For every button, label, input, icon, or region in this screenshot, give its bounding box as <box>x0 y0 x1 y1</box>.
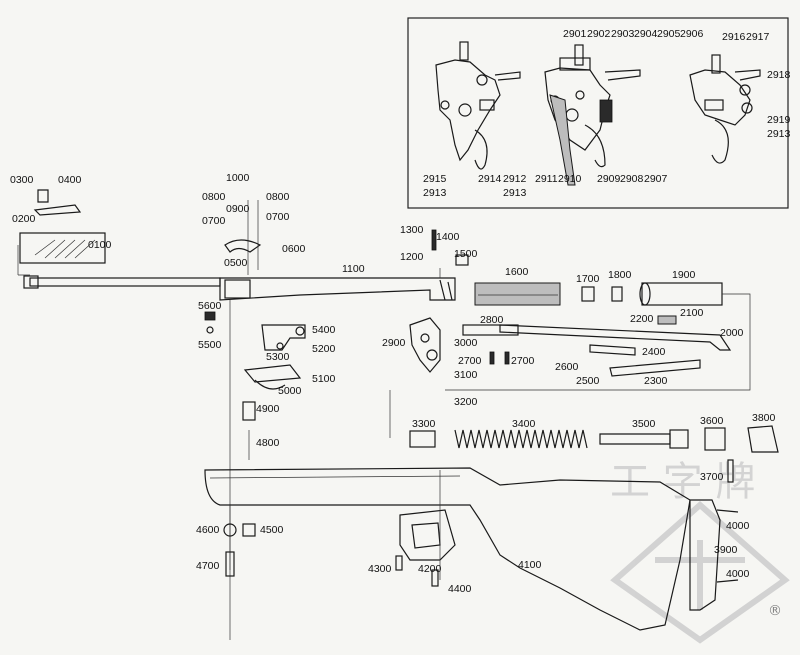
label-4900: 4900 <box>256 403 280 415</box>
label-4600: 4600 <box>196 524 220 536</box>
barrel-assembly <box>17 189 221 289</box>
label-0300: 0300 <box>10 174 34 186</box>
label-1800: 1800 <box>608 269 632 281</box>
screw-leaders <box>247 200 259 275</box>
label-2907: 2907 <box>644 173 668 185</box>
label-5200: 5200 <box>312 343 336 355</box>
label-2914: 2914 <box>478 173 502 185</box>
label-0200: 0200 <box>12 213 36 225</box>
label-2800: 2800 <box>480 314 504 326</box>
label-4800: 4800 <box>256 437 280 449</box>
label-5100: 5100 <box>312 373 336 385</box>
label-2917: 2917 <box>746 31 770 43</box>
label-2900: 2900 <box>382 337 406 349</box>
label-1100: 1100 <box>342 263 365 275</box>
label-0800-right: 0800 <box>266 191 290 203</box>
label-2400: 2400 <box>642 346 666 358</box>
label-0900: 0900 <box>226 203 250 215</box>
label-0700-left: 0700 <box>202 215 226 227</box>
label-2909: 2909 <box>597 173 621 185</box>
label-2600: 2600 <box>555 361 579 373</box>
label-2700-right: 2700 <box>511 355 535 367</box>
label-1500: 1500 <box>454 248 478 260</box>
label-2913-left: 2913 <box>423 187 447 199</box>
registered-mark: ® <box>768 603 782 619</box>
label-4100: 4100 <box>518 559 542 571</box>
label-2904: 2904 <box>634 28 658 40</box>
label-5300: 5300 <box>266 351 290 363</box>
label-2500: 2500 <box>576 375 600 387</box>
watermark: 工 字 牌 ® <box>610 459 790 644</box>
label-2300: 2300 <box>644 375 668 387</box>
label-2906: 2906 <box>680 28 704 40</box>
label-0600: 0600 <box>282 243 306 255</box>
label-2911: 2911 <box>535 173 558 185</box>
trigger-mechanism <box>409 315 732 377</box>
label-2200: 2200 <box>630 313 654 325</box>
label-5500: 5500 <box>198 339 222 351</box>
label-4200: 4200 <box>418 563 442 575</box>
trigger-group-middle <box>544 44 641 186</box>
label-2905: 2905 <box>657 28 681 40</box>
label-4300: 4300 <box>368 563 392 575</box>
trigger-group-left <box>435 41 521 170</box>
label-1000: 1000 <box>226 172 250 184</box>
label-2913-mid: 2913 <box>503 187 527 199</box>
compression-parts <box>431 229 751 391</box>
label-3000: 3000 <box>454 337 478 349</box>
label-4000-upper: 4000 <box>726 520 750 532</box>
label-1400: 1400 <box>436 231 460 243</box>
label-2913-right: 2913 <box>767 128 791 140</box>
label-3400: 3400 <box>512 418 536 430</box>
label-2100: 2100 <box>680 307 704 319</box>
label-1700: 1700 <box>576 273 600 285</box>
label-1200: 1200 <box>400 251 424 263</box>
label-2910: 2910 <box>558 173 582 185</box>
watermark-glyph <box>655 540 745 610</box>
label-2908: 2908 <box>620 173 644 185</box>
label-1600: 1600 <box>505 266 529 278</box>
stock-4100 <box>204 467 739 631</box>
label-3100: 3100 <box>454 369 478 381</box>
label-4700: 4700 <box>196 560 220 572</box>
label-4000-lower: 4000 <box>726 568 750 580</box>
label-2000: 2000 <box>720 327 744 339</box>
label-5400: 5400 <box>312 324 336 336</box>
label-0500: 0500 <box>224 257 248 269</box>
receiver-1100 <box>219 277 456 301</box>
label-2700-left: 2700 <box>458 355 482 367</box>
label-4500: 4500 <box>260 524 284 536</box>
bolt-handle <box>224 239 262 253</box>
label-2912: 2912 <box>503 173 527 185</box>
label-4400: 4400 <box>448 583 472 595</box>
label-0400: 0400 <box>58 174 82 186</box>
label-0700-right: 0700 <box>266 211 290 223</box>
label-3500: 3500 <box>632 418 656 430</box>
label-2915: 2915 <box>423 173 447 185</box>
label-2902: 2902 <box>587 28 611 40</box>
label-3800: 3800 <box>752 412 776 424</box>
spring-assembly <box>389 390 779 483</box>
label-0100: 0100 <box>88 239 112 251</box>
label-3900: 3900 <box>714 544 738 556</box>
label-5000: 5000 <box>278 385 302 397</box>
label-3300: 3300 <box>412 418 436 430</box>
trigger-inset-frame <box>407 17 789 209</box>
label-3600: 3600 <box>700 415 724 427</box>
label-5600: 5600 <box>198 300 222 312</box>
label-1300: 1300 <box>400 224 424 236</box>
part-labels: 2901 2902 2903 2904 2905 2906 2916 2917 … <box>10 28 791 595</box>
label-2919: 2919 <box>767 114 791 126</box>
label-3200: 3200 <box>454 396 478 408</box>
watermark-diamond <box>610 500 790 644</box>
label-3700: 3700 <box>700 471 724 483</box>
label-2903: 2903 <box>611 28 635 40</box>
trigger-group-right <box>689 54 761 164</box>
label-2918: 2918 <box>767 69 791 81</box>
label-2901: 2901 <box>563 28 587 40</box>
label-0800-left: 0800 <box>202 191 226 203</box>
label-2916: 2916 <box>722 31 746 43</box>
label-1900: 1900 <box>672 269 696 281</box>
